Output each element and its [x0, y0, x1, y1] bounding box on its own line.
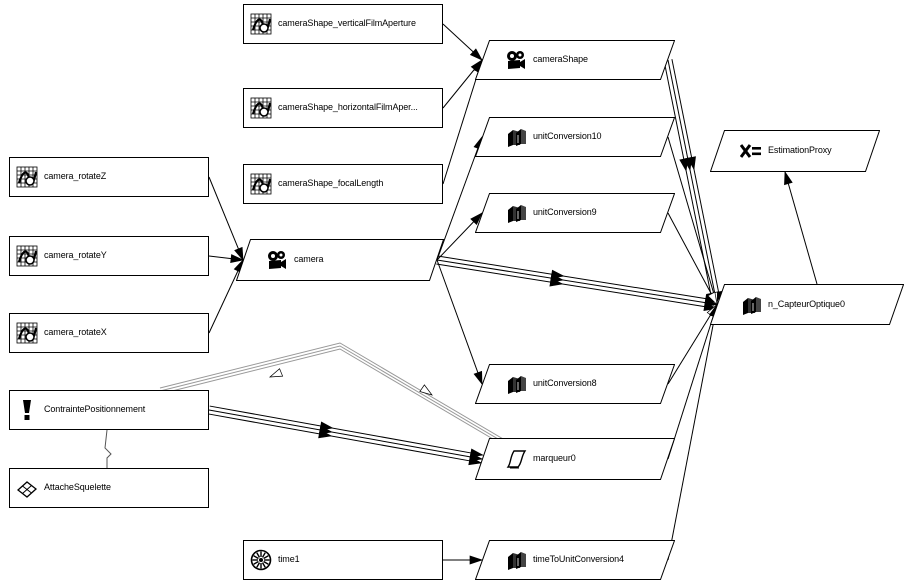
node-outline — [243, 540, 443, 580]
node-label: time1 — [278, 554, 300, 564]
constraint-exclamation-icon — [16, 399, 38, 426]
node-cs[interactable]: cameraShape — [475, 40, 675, 80]
node-label: EstimationProxy — [768, 145, 832, 155]
node-outline — [9, 157, 209, 197]
node-outline — [475, 364, 675, 404]
node-label: cameraShape — [533, 54, 588, 64]
node-outline — [475, 40, 675, 80]
node-uc8[interactable]: unitConversion8 — [475, 364, 675, 404]
expression-icon — [739, 140, 762, 167]
camera-icon — [266, 249, 288, 276]
node-outline — [9, 390, 209, 430]
anim-curve-icon — [16, 245, 38, 272]
edge-uc9-to-nco[interactable] — [667, 212, 718, 306]
unit-conversion-icon — [505, 373, 527, 400]
node-label: cameraShape_verticalFilmAperture — [278, 18, 416, 28]
anim-curve-icon — [250, 13, 272, 40]
edge-rz-to-cam[interactable] — [208, 176, 244, 262]
edge-cam-to-nco[interactable] — [436, 255, 719, 311]
node-ry[interactable]: camera_rotateY — [9, 236, 209, 276]
node-nco[interactable]: n_CapteurOptique0 — [710, 284, 904, 325]
node-outline — [475, 540, 675, 580]
node-outline — [243, 164, 443, 204]
node-label: n_CapteurOptique0 — [768, 299, 845, 309]
node-label: ContraintePositionnement — [44, 404, 146, 414]
unit-conversion-icon — [740, 294, 762, 321]
edge-ry-to-cam[interactable] — [208, 254, 245, 264]
edge-cs-to-nco[interactable] — [663, 59, 723, 307]
node-rz[interactable]: camera_rotateZ — [9, 157, 209, 197]
node-outline — [475, 193, 675, 233]
node-rx[interactable]: camera_rotateX — [9, 313, 209, 353]
edge-cam-to-uc9[interactable] — [436, 212, 483, 261]
node-as[interactable]: AttacheSquelette — [9, 468, 209, 508]
node-cp[interactable]: ContraintePositionnement — [9, 390, 209, 430]
node-label: cameraShape_horizontalFilmAper... — [278, 102, 418, 112]
node-uc9[interactable]: unitConversion9 — [475, 193, 675, 233]
edge-mq-to-nco[interactable] — [667, 303, 718, 460]
node-outline — [243, 4, 443, 44]
node-outline — [475, 438, 675, 480]
node-outline — [475, 117, 675, 157]
node-label: unitConversion9 — [533, 207, 597, 217]
unit-conversion-icon — [505, 549, 527, 576]
node-outline — [243, 88, 443, 128]
node-mq[interactable]: marqueur0 — [475, 438, 675, 480]
node-tuc[interactable]: timeToUnitConversion4 — [475, 540, 675, 580]
time-clock-icon — [250, 549, 272, 576]
node-label: timeToUnitConversion4 — [533, 554, 624, 564]
node-label: AttacheSquelette — [44, 482, 111, 492]
camera-icon — [505, 49, 527, 76]
node-label: marqueur0 — [533, 453, 576, 463]
edge-vfa-to-cs[interactable] — [442, 23, 483, 61]
node-uc10[interactable]: unitConversion10 — [475, 117, 675, 157]
node-ep[interactable]: EstimationProxy — [710, 130, 880, 172]
node-t1[interactable]: time1 — [243, 540, 443, 580]
plane-icon — [16, 477, 38, 504]
node-outline — [710, 284, 904, 325]
anim-curve-icon — [250, 173, 272, 200]
node-hfa[interactable]: cameraShape_horizontalFilmAper... — [243, 88, 443, 128]
node-label: unitConversion8 — [533, 378, 597, 388]
node-outline — [9, 236, 209, 276]
node-vfa[interactable]: cameraShape_verticalFilmAperture — [243, 4, 443, 44]
locator-icon — [505, 448, 527, 475]
edge-as-to-cp[interactable] — [104, 429, 112, 468]
node-cam[interactable]: camera — [236, 239, 444, 281]
unit-conversion-icon — [505, 202, 527, 229]
edge-t1-to-tuc[interactable] — [443, 555, 484, 565]
node-outline — [710, 130, 880, 172]
node-label: camera — [294, 254, 324, 264]
node-label: cameraShape_focalLength — [278, 178, 384, 188]
node-label: camera_rotateZ — [44, 171, 107, 181]
node-outline — [236, 239, 444, 281]
edge-nco-to-ep[interactable] — [784, 170, 818, 285]
edge-mq-to-cp[interactable] — [159, 342, 516, 453]
anim-curve-icon — [16, 322, 38, 349]
node-label: camera_rotateX — [44, 327, 107, 337]
node-outline — [9, 313, 209, 353]
node-fl[interactable]: cameraShape_focalLength — [243, 164, 443, 204]
edge-cam-to-uc8[interactable] — [436, 259, 483, 386]
node-label: camera_rotateY — [44, 250, 107, 260]
anim-curve-icon — [250, 97, 272, 124]
anim-curve-icon — [16, 166, 38, 193]
unit-conversion-icon — [505, 126, 527, 153]
edge-cp-to-mq[interactable] — [208, 405, 484, 466]
node-outline — [9, 468, 209, 508]
node-label: unitConversion10 — [533, 131, 602, 141]
